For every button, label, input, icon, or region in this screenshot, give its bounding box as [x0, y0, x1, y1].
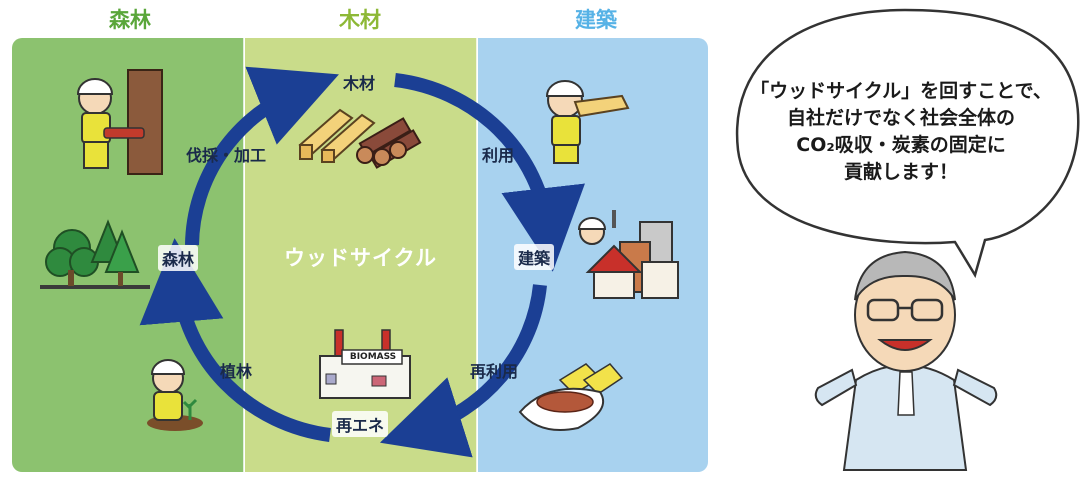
speech-line-2: 自社だけでなく社会全体の [786, 107, 1015, 129]
node-building: 建築 [514, 244, 555, 270]
carpenter-worker-icon [545, 80, 630, 164]
cycle-center-label: ウッドサイクル [284, 246, 437, 270]
header-timber: 木材 [339, 8, 381, 32]
planting-worker-icon [147, 359, 203, 431]
speech-bubble-text: 「ウッドサイクル」を回すことで、 自社だけでなく社会全体の CO₂吸収・炭素の固… [740, 78, 1062, 186]
logger-worker-icon [76, 69, 163, 175]
wood-chips-hands-icon [518, 363, 624, 431]
header-forest: 森林 [109, 8, 151, 32]
node-planting: 植林 [220, 362, 253, 381]
factory-sign: BIOMASS [349, 352, 397, 362]
timber-icon [298, 108, 422, 169]
speech-bubble [735, 8, 1080, 279]
houses-icon [577, 210, 679, 299]
node-use: 利用 [482, 146, 515, 165]
node-logging: 伐採・加工 [186, 146, 267, 165]
speech-line-4: 貢献します！ [843, 161, 958, 183]
header-building: 建築 [575, 8, 617, 32]
presenter-icon [814, 250, 998, 471]
node-forest: 森林 [158, 245, 199, 271]
speech-line-3: CO₂吸収・炭素の固定に [796, 134, 1006, 156]
trees-icon [40, 219, 150, 289]
node-reuse: 再利用 [470, 362, 519, 381]
node-renewable-energy: 再エネ [332, 411, 389, 437]
biomass-factory-icon [319, 329, 411, 399]
node-timber: 木材 [343, 74, 376, 93]
cycle-arrows [139, 66, 585, 458]
speech-line-1: 「ウッドサイクル」を回すことで、 [750, 80, 1052, 102]
